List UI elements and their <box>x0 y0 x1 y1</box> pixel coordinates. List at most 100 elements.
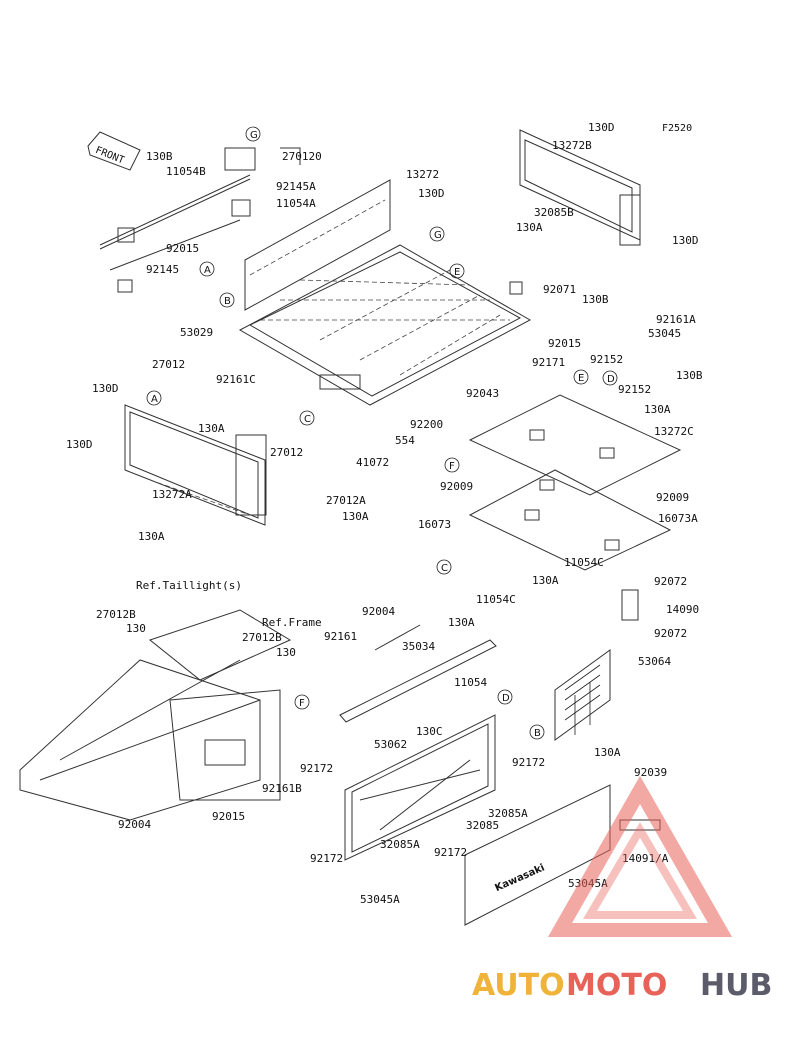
part-label: 32085B <box>534 206 574 219</box>
part-label: 53062 <box>374 738 407 751</box>
callout-F: F <box>294 694 310 710</box>
part-label: 130D <box>672 234 699 247</box>
callout-B: B <box>529 724 545 740</box>
part-label: 92145A <box>276 180 316 193</box>
front-tag-label: FRONT <box>94 145 126 166</box>
callouts: A B G G E A C E D F C F D B <box>146 126 618 740</box>
frame <box>19 609 292 821</box>
part-label: 92039 <box>634 766 667 779</box>
part-label: 92015 <box>212 810 245 823</box>
part-label: 130D <box>92 382 119 395</box>
part-label: 14091/A <box>622 852 669 865</box>
svg-text:E: E <box>578 373 584 384</box>
svg-text:F: F <box>299 698 305 709</box>
part-label: 130 <box>126 622 146 635</box>
part-label: 92172 <box>310 852 343 865</box>
cargo-net <box>554 589 639 741</box>
svg-text:D: D <box>502 693 510 704</box>
part-label: 130A <box>644 403 671 416</box>
tailgate-inner <box>344 714 496 861</box>
part-label: 16073A <box>658 512 698 525</box>
svg-text:D: D <box>607 374 615 385</box>
callout-E: E <box>573 369 589 385</box>
automotohub-watermark: AUTO MOTO HUB <box>472 775 772 1003</box>
callout-G: G <box>429 226 445 242</box>
part-label: 92161B <box>262 782 302 795</box>
cargo-bed <box>238 244 532 406</box>
part-label: 11054C <box>476 593 516 606</box>
part-label: 53064 <box>638 655 671 668</box>
part-label: 92145 <box>146 263 179 276</box>
front-arrow-icon: FRONT <box>87 131 141 171</box>
watermark-auto: AUTO <box>472 968 565 1003</box>
part-label: 13272B <box>552 139 592 152</box>
part-label: 11054C <box>564 556 604 569</box>
part-label: 130C <box>416 725 443 738</box>
part-label: 53045A <box>360 893 400 906</box>
part-label: 32085 <box>466 819 499 832</box>
part-label: 130B <box>676 369 703 382</box>
watermark-moto: MOTO <box>566 968 667 1003</box>
callout-G: G <box>245 126 261 142</box>
part-label: 11054 <box>454 676 487 689</box>
part-label: 92152 <box>618 383 651 396</box>
part-label: 92200 <box>410 418 443 431</box>
part-label: 130B <box>146 150 173 163</box>
svg-text:G: G <box>434 230 442 241</box>
part-label: 92161C <box>216 373 256 386</box>
part-label: 13272 <box>406 168 439 181</box>
svg-text:C: C <box>441 563 448 574</box>
part-label: 92009 <box>440 480 473 493</box>
part-label: 27012A <box>326 494 366 507</box>
part-label: 130D <box>418 187 445 200</box>
tailgate-brand: Kawasaki <box>493 862 546 894</box>
part-label: 130A <box>594 746 621 759</box>
part-label: 13272C <box>654 425 694 438</box>
part-label: 92004 <box>118 818 151 831</box>
ref-taillight-label: Ref.Taillight(s) <box>136 579 242 592</box>
part-label: 27012B <box>96 608 136 621</box>
callout-C: C <box>436 559 452 575</box>
part-label: 130A <box>138 530 165 543</box>
gas-strut-92161 <box>374 624 421 651</box>
diagram-code: F2520 <box>662 123 692 134</box>
part-label: 270120 <box>282 150 322 163</box>
part-label: 130D <box>66 438 93 451</box>
part-labels: 130D 13272B 130B 11054B 270120 92145A 11… <box>66 121 703 906</box>
part-label: 92172 <box>434 846 467 859</box>
svg-text:G: G <box>250 130 258 141</box>
part-label: 32085A <box>488 807 528 820</box>
part-label: 53045 <box>648 327 681 340</box>
ref-frame-label: Ref.Frame <box>262 616 322 629</box>
part-label: 13272A <box>152 488 192 501</box>
part-label: 16073 <box>418 518 451 531</box>
part-label: 92043 <box>466 387 499 400</box>
callout-B: B <box>219 292 235 308</box>
svg-text:A: A <box>151 394 158 405</box>
svg-text:A: A <box>204 265 211 276</box>
rod-35034 <box>339 639 497 723</box>
part-label: 554 <box>395 434 415 447</box>
callout-D: D <box>497 689 513 705</box>
part-label: 130A <box>448 616 475 629</box>
part-label: 27012B <box>242 631 282 644</box>
part-label: 130A <box>532 574 559 587</box>
part-label: 14090 <box>666 603 699 616</box>
svg-text:B: B <box>224 296 231 307</box>
callout-D: D <box>602 370 618 386</box>
part-label: 130 <box>276 646 296 659</box>
part-label: 130D <box>588 121 615 134</box>
part-label: 92009 <box>656 491 689 504</box>
part-label: 92015 <box>166 242 199 255</box>
part-label: 41072 <box>356 456 389 469</box>
upper-left-hardware <box>99 147 301 293</box>
svg-text:E: E <box>454 267 460 278</box>
side-panel-13272 <box>244 179 391 311</box>
part-label: 92172 <box>512 756 545 769</box>
part-label: 27012 <box>152 358 185 371</box>
part-label: 32085A <box>380 838 420 851</box>
part-label: 92072 <box>654 627 687 640</box>
part-label: 92161A <box>656 313 696 326</box>
part-label: 53029 <box>180 326 213 339</box>
callout-C: C <box>299 410 315 426</box>
